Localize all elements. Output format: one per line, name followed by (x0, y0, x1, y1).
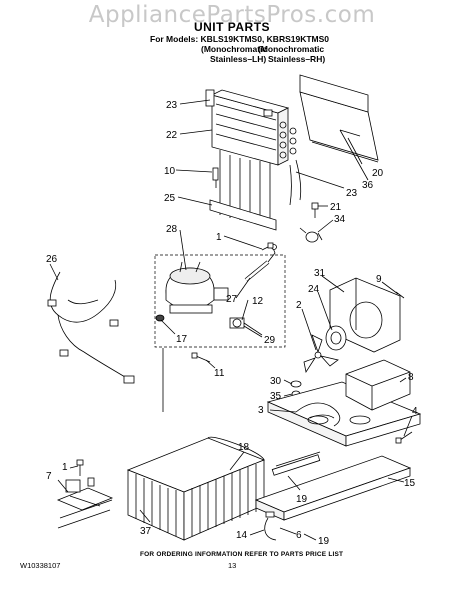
condenser-coil (205, 89, 297, 166)
callout-22: 22 (166, 130, 178, 141)
models-label: For Models: (150, 34, 199, 44)
callout-36: 36 (362, 180, 374, 191)
callout-1-lower: 1 (62, 462, 68, 473)
compressor (165, 261, 229, 314)
control-box (345, 359, 411, 411)
variant-right-line1: (Monochromatic (258, 44, 325, 54)
callout-21: 21 (330, 202, 342, 213)
drier (244, 244, 277, 282)
callout-34: 34 (334, 214, 346, 225)
callout-31: 31 (314, 268, 326, 279)
drain-pan-coil (126, 436, 266, 541)
variant-right-line2: Stainless–RH) (268, 54, 326, 64)
callout-11: 11 (214, 368, 225, 379)
variant-left: (Monochromatic (201, 44, 267, 55)
callout-14: 14 (236, 530, 248, 541)
callout-25: 25 (164, 193, 176, 204)
document-number: W10338107 (20, 561, 61, 570)
drain-pan (254, 451, 412, 521)
variant-left-line1: (Monochromatic (201, 44, 268, 54)
machine-base (266, 381, 422, 447)
callout-30: 30 (270, 376, 282, 387)
callout-27: 27 (226, 294, 238, 305)
variant-right-2: Stainless–RH) (268, 54, 325, 65)
callout-37: 37 (140, 526, 152, 537)
condenser-frame (209, 150, 277, 231)
callout-35: 35 (270, 391, 282, 402)
fan-shroud (299, 74, 379, 163)
start-relay (229, 317, 263, 336)
models-label-block: For Models: KBLS19KTMS0, KBRS19KTMS0 (150, 34, 329, 45)
variant-left-2: Stainless–LH) (210, 54, 266, 65)
callout-28: 28 (166, 224, 178, 235)
callout-10: 10 (164, 166, 176, 177)
variant-left-line2: Stainless–LH) (210, 54, 267, 64)
watermark-text: AppliancePartsPros.com (88, 2, 376, 28)
callout-12: 12 (252, 296, 264, 307)
clamp-34 (299, 227, 323, 243)
callout-4: 4 (412, 406, 418, 417)
callout-7: 7 (46, 471, 52, 482)
callout-17: 17 (176, 334, 188, 345)
callout-23: 23 (166, 100, 178, 111)
model-numbers: KBLS19KTMS0, KBRS19KTMS0 (200, 34, 330, 44)
page-number: 13 (228, 561, 237, 570)
page-title: UNIT PARTS (193, 20, 271, 34)
callout-19-lower: 19 (318, 536, 330, 547)
callout-labels: 23 22 10 25 28 1 26 27 12 17 29 11 20 36… (46, 100, 418, 547)
callout-23-right: 23 (346, 188, 358, 199)
screw-21 (311, 202, 319, 218)
callout-29: 29 (264, 335, 276, 346)
callout-26: 26 (46, 254, 58, 265)
callout-15: 15 (404, 478, 416, 489)
variant-right: (Monochromatic (258, 44, 324, 55)
fan-bracket (329, 277, 401, 353)
callout-9: 9 (376, 274, 382, 285)
callout-1: 1 (216, 232, 222, 243)
callout-3: 3 (258, 405, 264, 416)
callout-2: 2 (296, 300, 302, 311)
callout-18: 18 (238, 442, 250, 453)
fan-blade (303, 334, 339, 374)
fan-motor (325, 325, 347, 351)
compressor-bracket (56, 477, 114, 529)
callout-8: 8 (408, 372, 414, 383)
callout-20: 20 (372, 168, 384, 179)
callout-19: 19 (296, 494, 308, 505)
ordering-note: FOR ORDERING INFORMATION REFER TO PARTS … (140, 551, 344, 558)
wiring-harness (47, 271, 135, 384)
callout-6: 6 (296, 530, 302, 541)
callout-24: 24 (308, 284, 320, 295)
